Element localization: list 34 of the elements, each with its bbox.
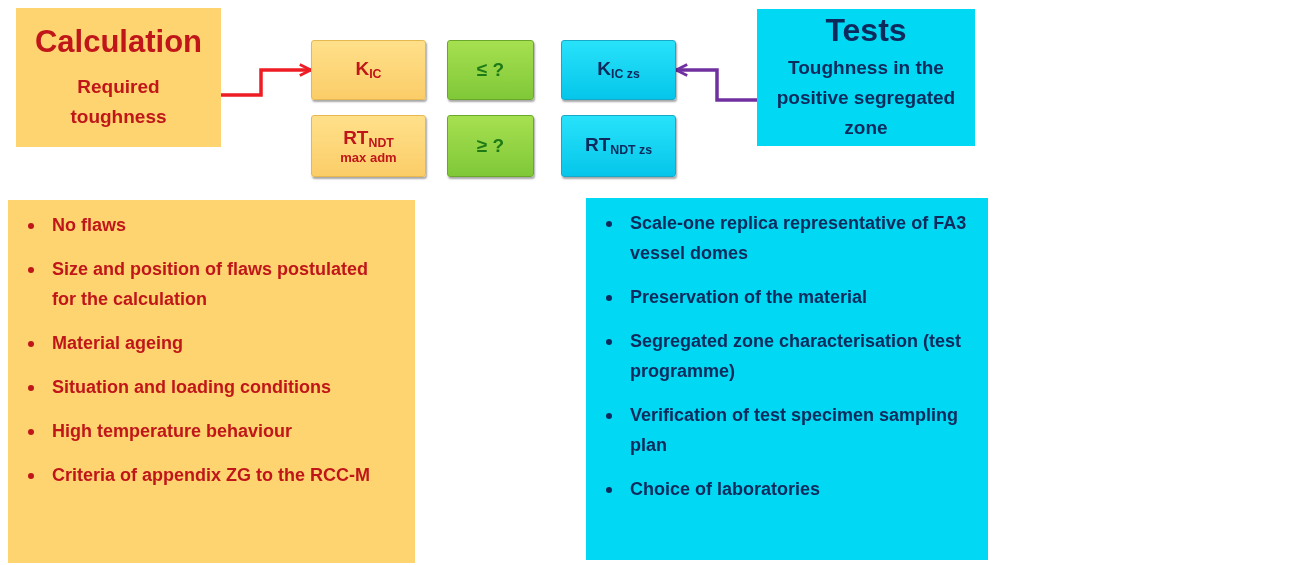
- heading: Calculation: [34, 23, 203, 60]
- quantity-box: [561, 40, 676, 100]
- bullet-item: Material ageing: [28, 328, 395, 358]
- comparison-box: [447, 40, 534, 100]
- quantity-label: K$_{IC zs}$: [597, 58, 640, 82]
- calc-box: [16, 8, 221, 147]
- bullet-list-panel: [586, 198, 988, 560]
- bullet-list-panel: [8, 200, 415, 563]
- heading: Tests: [825, 12, 907, 49]
- bullet-item: Situation and loading conditions: [28, 372, 395, 402]
- quantity-label: ≥ ?: [476, 135, 505, 157]
- quantity-label: K$_{IC}$: [355, 58, 382, 82]
- tests-box: [757, 9, 975, 146]
- bullet-item: Segregated zone characterisation (test programme): [606, 326, 968, 386]
- bullet-item: Preservation of the material: [606, 282, 968, 312]
- comparison-box: [447, 115, 534, 177]
- bullet-item: Size and position of flaws postulated for the calculation: [28, 254, 395, 314]
- subheading: Toughness in the positive segregated zone: [775, 56, 957, 140]
- arrow: [221, 63, 313, 97]
- quantity-box: [311, 40, 426, 100]
- quantity-label: RT$_{NDT zs}$: [584, 134, 653, 158]
- quantity-box: [311, 115, 426, 177]
- bullet-item: High temperature behaviour: [28, 416, 395, 446]
- bullet-item: Verification of test specimen sampling plan: [606, 400, 968, 460]
- bullet-item: Choice of laboratories: [606, 474, 968, 504]
- arrow: [674, 63, 757, 102]
- quantity-note: max adm: [340, 150, 397, 166]
- subheading: Required toughness: [69, 74, 168, 129]
- quantity-label: RT$_{NDT}$: [343, 126, 394, 151]
- bullet-item: Scale-one replica representative of FA3 vessel domes: [606, 208, 968, 268]
- bullet-item: Criteria of appendix ZG to the RCC-M: [28, 460, 395, 490]
- bullet-item: No flaws: [28, 210, 395, 240]
- quantity-box: [561, 115, 676, 177]
- quantity-label: ≤ ?: [476, 59, 505, 81]
